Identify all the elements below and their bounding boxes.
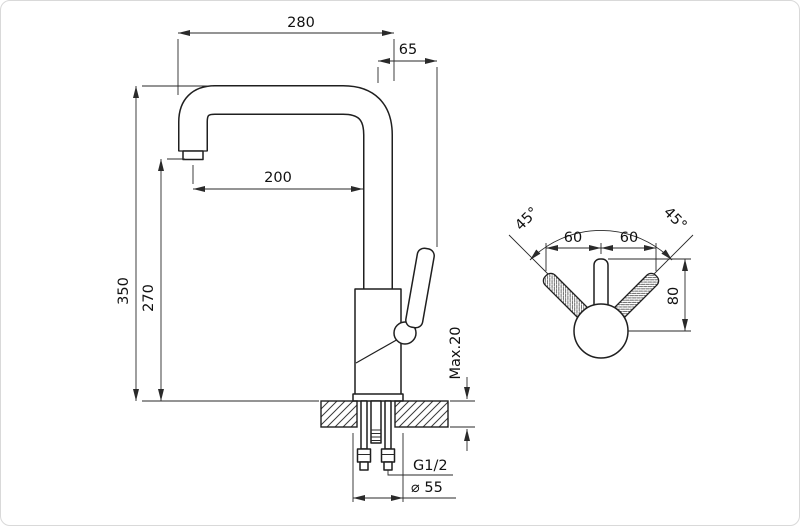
hose-fitting-left xyxy=(356,448,372,463)
dim-label-overall-height: 350 xyxy=(116,277,132,305)
body-seam-line xyxy=(355,337,401,364)
dim-label-swing-right: 60 xyxy=(620,230,638,246)
ext-lines-handle-offset xyxy=(377,67,438,247)
handle-swing-view: 45° 45° 60 60 80 xyxy=(508,204,694,359)
dim-label-swing-left: 60 xyxy=(564,230,582,246)
handle-lever xyxy=(405,247,435,329)
dim-label-spout-reach: 200 xyxy=(264,170,292,186)
dim-label-handle-height: 80 xyxy=(666,287,682,305)
base-flange xyxy=(352,393,404,402)
supply-hose-right xyxy=(384,400,392,450)
front-view-dimensions: 280 65 200 350 270 Max.20 G1/2 ⌀ 55 xyxy=(116,15,475,502)
hose-stub-right xyxy=(383,461,393,471)
angle-extension-lines xyxy=(508,234,694,275)
dim-label-overall-width: 280 xyxy=(287,15,315,31)
hose-fitting-right xyxy=(380,448,396,463)
dim-label-thread-size: G1/2 xyxy=(413,458,448,474)
ext-lines-overall-height xyxy=(142,85,319,402)
dim-label-angle-right: 45° xyxy=(660,204,689,233)
ext-lines-base-diameter xyxy=(352,433,456,502)
leader-thread-size xyxy=(387,470,453,476)
countertop-right xyxy=(394,400,449,428)
front-view xyxy=(178,85,449,471)
dim-label-handle-offset: 65 xyxy=(399,42,417,58)
hose-stub-left xyxy=(359,461,369,471)
dim-label-angle-left: 45° xyxy=(512,204,541,233)
faucet-body-top-circle xyxy=(573,303,629,359)
dim-label-base-diameter: ⌀ 55 xyxy=(411,480,443,496)
spout-tube-outline xyxy=(178,85,393,293)
faucet-body xyxy=(354,288,402,397)
ext-lines-handle-height xyxy=(608,258,691,332)
supply-hose-left xyxy=(360,400,368,450)
dim-label-deck-thickness: Max.20 xyxy=(448,326,464,379)
spout-tube-fill xyxy=(179,86,392,293)
threaded-shank xyxy=(370,400,382,444)
shank-thread-ticks xyxy=(371,429,381,441)
countertop-left xyxy=(320,400,358,428)
spout-aerator xyxy=(182,150,204,161)
ext-lines-deck-thickness xyxy=(450,400,475,428)
dim-label-spout-height: 270 xyxy=(141,284,157,312)
